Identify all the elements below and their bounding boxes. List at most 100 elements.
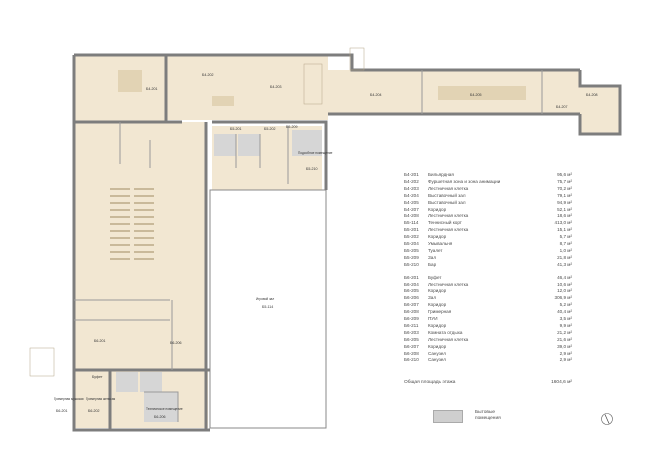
schedule-area: 12,0 м²	[557, 288, 572, 294]
schedule-row: Б6-208 Санузел 2,9 м²	[404, 351, 574, 357]
service-rooms-swatch	[433, 410, 463, 423]
schedule-area: 5,7 м²	[559, 234, 572, 240]
label-b4-201: Б4-201	[146, 87, 158, 91]
schedule-code: Б4-202	[404, 178, 419, 184]
schedule-row: Б6-203 Комната отдыха 21,2 м²	[404, 330, 574, 336]
total-area-label: Общая площадь этажа	[404, 380, 456, 385]
schedule-name: Умывальня	[428, 241, 453, 246]
schedule-code: Б6-205	[404, 336, 419, 342]
schedule-area: 21,2 м²	[557, 329, 572, 335]
schedule-code: Б5-210	[404, 261, 419, 267]
schedule-name: Санузел	[428, 357, 446, 363]
label-tech-room: Подсобное помещение	[298, 151, 333, 155]
schedule-area: 18,6 м²	[557, 213, 572, 219]
schedule-area: 3,5 м²	[559, 316, 572, 321]
label-court: Игровой зал	[256, 297, 274, 301]
schedule-row: Б6-208 Гримерная 40,4 м²	[404, 309, 574, 315]
schedule-area: 75,7 м²	[557, 178, 572, 184]
schedule-name: Коридор	[428, 288, 447, 294]
schedule-area: 94,9 м²	[557, 199, 572, 205]
label-b5-201: Б5-201	[230, 127, 242, 131]
schedule-area: 40,4 м²	[557, 309, 572, 315]
schedule-area: 79,1 м²	[557, 192, 572, 198]
label-grim2: Гримерная женская	[86, 397, 115, 401]
schedule-name: Лестничная клетка	[428, 227, 469, 233]
schedule-code: Б6-201	[404, 274, 419, 280]
schedule-name: Коридор	[428, 206, 447, 212]
schedule-code: Б5-201	[404, 227, 419, 233]
stair-blocks	[29, 47, 365, 377]
schedule-row: Б4-204 Выставочный зал 79,1 м²	[404, 193, 574, 199]
schedule-code: Б4-201	[404, 172, 419, 177]
label-b5-202: Б5-202	[264, 127, 276, 131]
schedule-name: Зал	[428, 254, 437, 260]
schedule-area: 52,1 м²	[557, 206, 572, 212]
schedule-area: 10,6 м²	[557, 281, 572, 287]
schedule-area: 41,3 м²	[557, 261, 572, 267]
schedule-code: Б4-208	[404, 213, 419, 219]
schedule-area: 9,9 м²	[559, 322, 572, 328]
schedule-area: 1,0 м²	[559, 247, 572, 253]
schedule-name: Лестничная клетка	[428, 185, 469, 191]
schedule-name: Лестничная клетка	[428, 336, 469, 342]
schedule-code: Б5-114	[404, 220, 419, 226]
label-b4-207: Б4-207	[556, 105, 568, 109]
schedule-code: Б6-208	[404, 309, 419, 315]
schedule-name: Выставочный зал	[428, 192, 466, 198]
schedule-area: 70,2 м²	[557, 185, 572, 191]
label-b4-204: Б4-204	[370, 93, 382, 97]
label-court-code: Б5-114	[262, 305, 273, 309]
schedule-area: 15,1 м²	[557, 227, 572, 233]
schedule-name: Бильярдная	[428, 172, 454, 177]
schedule-name: Лестничная клетка	[428, 281, 469, 287]
label-b4-203: Б4-203	[270, 85, 282, 89]
label-tech2-code: Б6-206	[154, 415, 166, 419]
schedule-code: Б5-209	[404, 254, 419, 260]
schedule-name: Лестничная клетка	[428, 213, 469, 219]
schedule-area: 306,9 м²	[554, 295, 572, 301]
schedule-name: Буфет	[428, 274, 442, 280]
schedule-name: Гримерная	[428, 309, 452, 315]
schedule-area: 2,9 м²	[559, 350, 572, 356]
schedule-name: Теннисный корт	[428, 220, 462, 226]
label-b4-202: Б4-202	[202, 73, 214, 77]
schedule-area: 39,0 м²	[557, 343, 572, 349]
label-b5-210: Б5-210	[306, 167, 318, 171]
schedule-name: Туалет	[428, 247, 443, 253]
schedule-code: Б6-208	[404, 350, 419, 356]
schedule-row: Б4-208 Лестничная клетка 18,6 м²	[404, 213, 574, 219]
total-area-value: 1604,6 м²	[551, 380, 572, 385]
schedule-name: Коридор	[428, 322, 447, 328]
schedule-code: Б4-204	[404, 192, 419, 198]
label-tech2: Техническое помещение	[146, 407, 183, 411]
north-arrow-icon	[601, 413, 613, 425]
schedule-code: Б4-205	[404, 199, 419, 205]
schedule-area: 5,2 м²	[559, 302, 572, 308]
label-grim1: Гримерная мужская	[54, 397, 84, 401]
schedule-name: Бар	[428, 261, 437, 267]
schedule-name: Выставочный зал	[428, 199, 466, 205]
schedule-name: Зал	[428, 295, 437, 301]
schedule-name: Комната отдыха	[428, 329, 463, 335]
label-grim2-code: Б6-202	[88, 409, 100, 413]
schedule-row: Б5-209 Зал 21,8 м²	[404, 255, 574, 261]
schedule-name: Санузел	[428, 350, 446, 356]
schedule-code: Б6-209	[404, 316, 419, 321]
schedule-code: Б6-203	[404, 329, 419, 335]
walls	[72, 53, 622, 432]
label-b5-209: Б5-209	[286, 125, 298, 129]
schedule-area: 21,8 м²	[557, 254, 572, 260]
